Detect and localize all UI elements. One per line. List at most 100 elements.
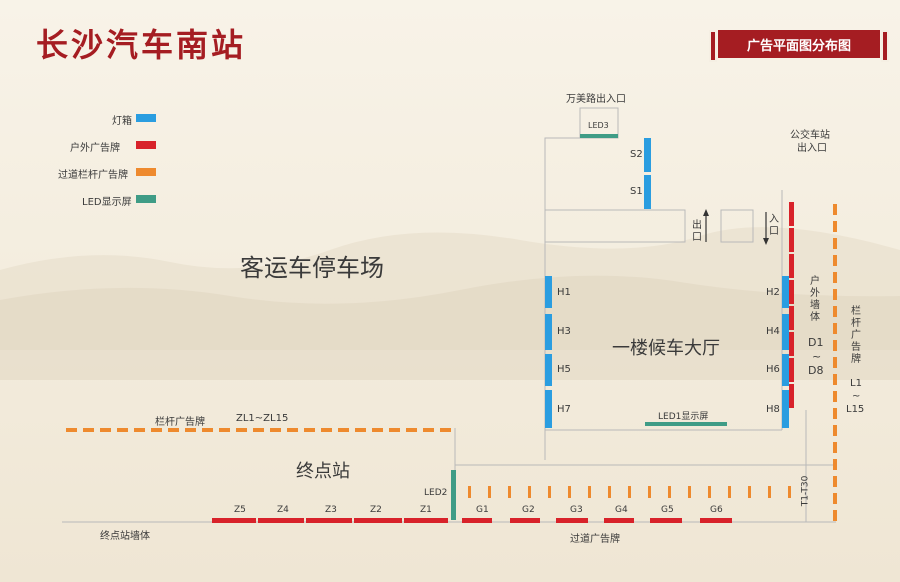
t-post: [528, 486, 531, 498]
g-board: [462, 518, 492, 523]
lightbox-s2-label: S2: [630, 149, 643, 160]
lightbox-h4: [782, 314, 789, 350]
wanmei-entrance-label: 万美路出入口: [566, 94, 626, 105]
t-post: [488, 486, 491, 498]
led3-screen: [580, 134, 618, 138]
railing-right-dash: [833, 442, 837, 453]
outdoor-wall-segment: [789, 384, 794, 408]
lightbox-h7-label: H7: [557, 404, 571, 415]
map-type-badge: 广告平面图分布图: [709, 30, 889, 62]
badge-right-bar: [881, 30, 889, 62]
legend-swatch-lightbox: [136, 114, 156, 122]
mountain-back: [0, 227, 900, 350]
bus-station-label-2: 出入口: [797, 143, 827, 154]
hall-box-right: [720, 209, 754, 243]
badge-label: 广告平面图分布图: [746, 38, 851, 54]
led3-label: LED3: [588, 121, 609, 130]
railing-right-dashes: [833, 204, 837, 521]
g-board-label: G6: [710, 505, 723, 515]
railing-top-dash: [304, 428, 315, 432]
railing-top-dash: [372, 428, 383, 432]
lightbox-h5: [545, 354, 552, 386]
led1-label: LED1显示屏: [658, 412, 709, 422]
railing-top-dash: [389, 428, 400, 432]
g-board: [510, 518, 540, 523]
exit-label: 出口: [692, 220, 702, 243]
g-board: [604, 518, 634, 523]
t-post: [508, 486, 511, 498]
railing-top-dash: [287, 428, 298, 432]
railing-right-dash: [833, 510, 837, 521]
z-board-label: Z4: [277, 505, 289, 515]
railing-top-dash: [423, 428, 434, 432]
railing-right-dash: [833, 221, 837, 232]
outdoor-wall-segment: [789, 358, 794, 382]
railing-right-dash: [833, 272, 837, 283]
t-post: [568, 486, 571, 498]
t-post: [768, 486, 771, 498]
lightbox-h7: [545, 390, 552, 428]
railing-right-dash: [833, 357, 837, 368]
lightbox-h2: [782, 276, 789, 308]
g-board-label: G5: [661, 505, 674, 515]
lightbox-h1: [545, 276, 552, 308]
g-board-label: G2: [522, 505, 535, 515]
led2-label: LED2: [424, 488, 448, 498]
railing-top-dash: [134, 428, 145, 432]
t-posts: [468, 486, 791, 498]
t-post: [648, 486, 651, 498]
railing-right-dash: [833, 238, 837, 249]
railing-top-dashes: [66, 428, 451, 432]
outdoor-range-end: D8: [808, 364, 824, 377]
hall-box-left: [544, 209, 686, 243]
railing-top-dash: [236, 428, 247, 432]
lightbox-s1: [644, 175, 651, 209]
outdoor-wall-segment: [789, 228, 794, 252]
z-board: [212, 518, 256, 523]
railing-right-dash: [833, 255, 837, 266]
t-post: [728, 486, 731, 498]
outdoor-wall-label: 户外墙体: [810, 276, 820, 323]
t-post: [708, 486, 711, 498]
railing-top-dash: [270, 428, 281, 432]
railing-top-dash: [406, 428, 417, 432]
entry-label: 入口: [769, 214, 779, 237]
g-board-label: G4: [615, 505, 628, 515]
railing-right-range-end: L15: [846, 404, 865, 415]
badge-left-bar: [709, 30, 717, 62]
railing-top-dash: [117, 428, 128, 432]
lightbox-h3-label: H3: [557, 326, 571, 337]
railing-top-dash: [66, 428, 77, 432]
bus-station-label-1: 公交车站: [790, 130, 830, 141]
z-board-label: Z2: [370, 505, 382, 515]
railing-right-range-tilde: ~: [852, 391, 861, 402]
railing-top-dash: [168, 428, 179, 432]
railing-right-dash: [833, 374, 837, 385]
railing-right-dash: [833, 204, 837, 215]
railing-top-dash: [202, 428, 213, 432]
terminal-wall-label: 终点站墙体: [100, 531, 150, 542]
t-post: [748, 486, 751, 498]
railing-top-range: ZL1~ZL15: [236, 413, 289, 424]
mountain-front: [0, 275, 900, 380]
z-board: [404, 518, 448, 523]
t-range-label: T1-T30: [800, 475, 811, 507]
legend-label-outdoor: 户外广告牌: [70, 143, 120, 154]
outdoor-wall-segment: [789, 254, 794, 278]
railing-right-dash: [833, 459, 837, 470]
railing-right-dash: [833, 340, 837, 351]
g-board: [650, 518, 682, 523]
railing-right-dash: [833, 391, 837, 402]
railing-right-dash: [833, 323, 837, 334]
t-post: [468, 486, 471, 498]
legend-swatch-railing: [136, 168, 156, 176]
lightbox-h6-label: H6: [766, 364, 780, 375]
railing-top-dash: [253, 428, 264, 432]
led2-screen: [451, 470, 456, 520]
lightbox-h1-label: H1: [557, 287, 571, 298]
railing-right-range-start: L1: [850, 378, 862, 389]
railing-right-dash: [833, 476, 837, 487]
z-board-label: Z5: [234, 505, 246, 515]
